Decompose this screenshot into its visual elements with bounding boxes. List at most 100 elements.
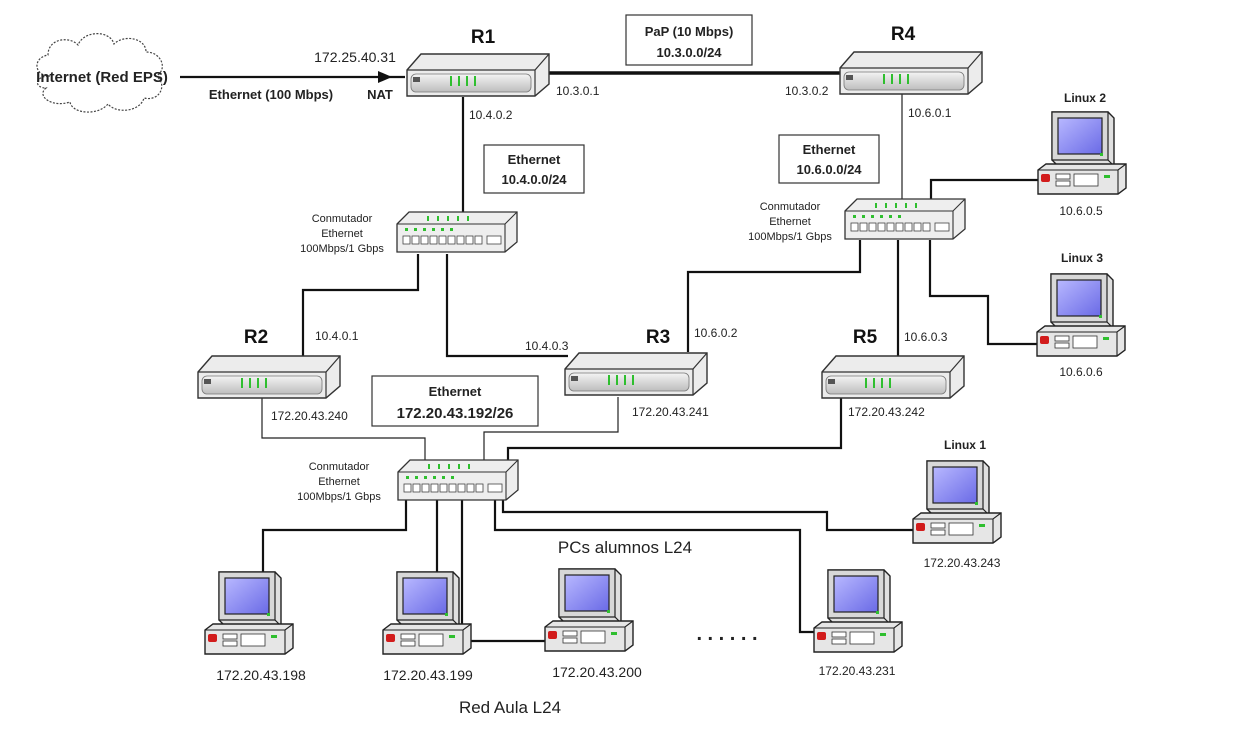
router-r2-name: R2 bbox=[244, 327, 268, 348]
router-r3-ip-left: 10.4.0.3 bbox=[525, 339, 569, 353]
net3-box-line1: Ethernet bbox=[429, 384, 482, 399]
router-r3[interactable]: R3 10.4.0.3 10.6.0.2 172.20.43.241 bbox=[525, 326, 738, 419]
sw3-pc200-link bbox=[460, 498, 562, 643]
host-linux3-ip: 10.6.0.6 bbox=[1059, 365, 1103, 379]
pcs-group-label: PCs alumnos L24 bbox=[558, 538, 692, 557]
net3-box-line2: 172.20.43.192/26 bbox=[397, 405, 514, 422]
router-r4-name: R4 bbox=[891, 24, 916, 45]
switch-sw3-label1: Conmutador bbox=[309, 461, 370, 473]
sw2-r3-link bbox=[686, 240, 862, 352]
pc-231-ip: 172.20.43.231 bbox=[819, 664, 896, 678]
pc-198-ip: 172.20.43.198 bbox=[216, 667, 306, 683]
wan-label: Ethernet (100 Mbps) bbox=[209, 87, 333, 102]
pc-200-ip: 172.20.43.200 bbox=[552, 664, 642, 680]
switch-sw1-label3: 100Mbps/1 Gbps bbox=[300, 243, 384, 255]
host-linux2[interactable]: Linux 2 10.6.0.5 bbox=[1037, 91, 1127, 218]
switch-sw3-label3: 100Mbps/1 Gbps bbox=[297, 491, 381, 503]
internet-cloud: Internet (Red EPS) bbox=[36, 33, 168, 113]
net2-box-line1: Ethernet bbox=[803, 142, 856, 157]
sw2-linux2-link bbox=[929, 178, 1040, 200]
computer-icon bbox=[813, 569, 903, 653]
router-r3-ip-top: 10.6.0.2 bbox=[694, 326, 738, 340]
host-linux3[interactable]: Linux 3 10.6.0.6 bbox=[1036, 251, 1126, 379]
router-r5-name: R5 bbox=[853, 327, 878, 348]
router-r1-name: R1 bbox=[471, 27, 496, 48]
switch-sw1-label1: Conmutador bbox=[312, 213, 373, 225]
wan-ip: 172.25.40.31 bbox=[314, 49, 396, 65]
switch-icon bbox=[396, 211, 518, 253]
cloud-label: Internet (Red EPS) bbox=[36, 69, 168, 86]
router-r5-ip-bottom: 172.20.43.242 bbox=[848, 405, 925, 419]
router-r1[interactable]: R1 10.3.0.1 10.4.0.2 bbox=[406, 27, 600, 122]
router-r4-ip-bottom: 10.6.0.1 bbox=[908, 106, 952, 120]
pc-199-ip: 172.20.43.199 bbox=[383, 667, 473, 683]
router-r4[interactable]: R4 10.3.0.2 10.6.0.1 bbox=[785, 24, 983, 120]
footer-label: Red Aula L24 bbox=[459, 698, 561, 717]
host-linux1-name: Linux 1 bbox=[944, 438, 986, 452]
router-r1-ip-right: 10.3.0.1 bbox=[556, 84, 600, 98]
net3-box: Ethernet 172.20.43.192/26 bbox=[371, 375, 539, 427]
computer-icon bbox=[544, 568, 634, 652]
router-icon bbox=[821, 355, 965, 399]
net1-box-line2: 10.4.0.0/24 bbox=[501, 172, 567, 187]
net2-box-line2: 10.6.0.0/24 bbox=[796, 162, 862, 177]
pcs-ellipsis: . . . . . . bbox=[696, 623, 757, 645]
computer-icon bbox=[382, 571, 472, 655]
sw2-linux3-link bbox=[928, 240, 1040, 346]
router-r3-name: R3 bbox=[646, 327, 670, 348]
pap-box: PaP (10 Mbps) 10.3.0.0/24 bbox=[625, 14, 753, 66]
pap-box-line2: 10.3.0.0/24 bbox=[656, 45, 722, 60]
switch-sw3-label2: Ethernet bbox=[318, 476, 360, 488]
router-icon bbox=[406, 53, 550, 97]
r5-sw3-link bbox=[506, 398, 843, 462]
host-linux1-ip: 172.20.43.243 bbox=[924, 556, 1001, 570]
sw3-pc198-link bbox=[261, 498, 408, 573]
host-linux1[interactable]: Linux 1 172.20.43.243 bbox=[912, 438, 1002, 570]
switch-icon bbox=[397, 459, 519, 501]
switch-sw2-label2: Ethernet bbox=[769, 216, 811, 228]
computer-icon bbox=[912, 460, 1002, 544]
router-r2-ip-top: 10.4.0.1 bbox=[315, 329, 359, 343]
pc-199[interactable]: 172.20.43.199 bbox=[382, 571, 473, 683]
switch-sw1-label2: Ethernet bbox=[321, 228, 363, 240]
pc-200[interactable]: 172.20.43.200 bbox=[544, 568, 642, 680]
sw1-r2-link bbox=[301, 254, 420, 356]
r3-sw3-link bbox=[483, 397, 619, 462]
router-icon bbox=[839, 51, 983, 95]
wires bbox=[180, 71, 1040, 643]
switch-sw2-label1: Conmutador bbox=[760, 201, 821, 213]
router-r1-ip-bottom: 10.4.0.2 bbox=[469, 108, 513, 122]
switch-icon bbox=[844, 198, 966, 240]
router-icon bbox=[564, 352, 708, 396]
net1-box: Ethernet 10.4.0.0/24 bbox=[483, 144, 585, 194]
host-linux2-ip: 10.6.0.5 bbox=[1059, 204, 1103, 218]
switch-sw2[interactable]: Conmutador Ethernet 100Mbps/1 Gbps bbox=[748, 198, 966, 243]
net1-box-line1: Ethernet bbox=[508, 152, 561, 167]
host-linux3-name: Linux 3 bbox=[1061, 251, 1103, 265]
pc-198[interactable]: 172.20.43.198 bbox=[204, 571, 306, 683]
router-r2[interactable]: R2 10.4.0.1 172.20.43.240 bbox=[197, 327, 359, 423]
router-r3-ip-bottom: 172.20.43.241 bbox=[632, 405, 709, 419]
pc-231[interactable]: 172.20.43.231 bbox=[813, 569, 903, 678]
cloud-icon bbox=[36, 33, 163, 113]
switch-sw3[interactable]: Conmutador Ethernet 100Mbps/1 Gbps bbox=[297, 459, 519, 503]
wan-arrow bbox=[378, 71, 392, 83]
r2-sw3-link bbox=[261, 397, 426, 462]
pap-box-line1: PaP (10 Mbps) bbox=[645, 24, 734, 39]
router-r5-ip-top: 10.6.0.3 bbox=[904, 330, 948, 344]
switch-sw1[interactable]: Conmutador Ethernet 100Mbps/1 Gbps bbox=[300, 211, 518, 255]
switch-sw2-label3: 100Mbps/1 Gbps bbox=[748, 231, 832, 243]
sw3-pc231-link bbox=[493, 498, 820, 634]
computer-icon bbox=[1037, 111, 1127, 195]
computer-icon bbox=[1036, 273, 1126, 357]
net2-box: Ethernet 10.6.0.0/24 bbox=[778, 134, 880, 184]
sw3-linux1-link bbox=[501, 498, 915, 532]
nat-label: NAT bbox=[367, 87, 393, 102]
sw1-r3-link bbox=[445, 254, 568, 358]
router-r2-ip-bottom: 172.20.43.240 bbox=[271, 409, 348, 423]
router-r5[interactable]: R5 10.6.0.3 172.20.43.242 bbox=[821, 327, 965, 419]
host-linux2-name: Linux 2 bbox=[1064, 91, 1106, 105]
router-r4-ip-left: 10.3.0.2 bbox=[785, 84, 829, 98]
router-icon bbox=[197, 355, 341, 399]
